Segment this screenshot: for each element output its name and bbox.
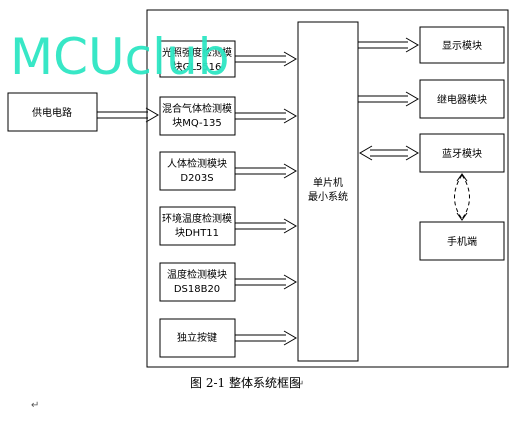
power-block: 供电电路 [7, 92, 98, 132]
sensor-human-line2: D203S [180, 173, 213, 184]
arrow-light-to-mcu [235, 51, 297, 67]
sensor-block-button: 独立按键 [159, 318, 236, 358]
display-block: 显示模块 [419, 26, 505, 64]
mcu-block: 单片机 最小系统 [297, 21, 359, 362]
sensor-block-ambient-temp: 环境温度检测模 块DHT11 [159, 206, 236, 246]
watermark-text: MCUclub [10, 28, 229, 86]
sensor-gas-line2: 块MQ-135 [172, 117, 221, 129]
sensor-block-temp: 温度检测模块 DS18B20 [159, 262, 236, 302]
mcu-label-line2: 最小系统 [308, 190, 348, 203]
sensor-button-label: 独立按键 [177, 331, 217, 344]
sensor-temp-line1: 温度检测模块 [167, 268, 227, 281]
bluetooth-label: 蓝牙模块 [442, 148, 482, 160]
power-label: 供电电路 [32, 106, 72, 119]
figure-caption: 图 2-1 整体系统框图 [190, 375, 301, 390]
sensor-ambient-line2: 块DHT11 [175, 227, 219, 239]
sensor-gas-line1: 混合气体检测模 [162, 102, 232, 115]
paragraph-return-mark: ↵ [296, 379, 304, 390]
sensor-ambient-line1: 环境温度检测模 [162, 212, 232, 225]
phone-block: 手机端 [419, 221, 505, 261]
arrow-ambient-to-mcu [235, 218, 297, 234]
bluetooth-block: 蓝牙模块 [419, 133, 505, 173]
arrow-power-to-gas [97, 107, 159, 123]
arrow-mcu-to-display [358, 37, 419, 53]
sensor-human-line1: 人体检测模块 [167, 157, 227, 170]
sensor-block-light: 光照强度检测模 块GL5516 [159, 40, 236, 78]
wireless-link-bluetooth-phone [454, 173, 470, 221]
sensor-temp-line2: DS18B20 [174, 284, 220, 295]
sensor-light-line1: 光照强度检测模 [162, 46, 232, 59]
arrow-button-to-mcu [235, 330, 297, 346]
arrow-gas-to-mcu [235, 108, 297, 124]
phone-label: 手机端 [447, 235, 477, 248]
mcu-label-line1: 单片机 [313, 176, 343, 189]
arrow-temp-to-mcu [235, 274, 297, 290]
sensor-block-gas: 混合气体检测模 块MQ-135 [159, 96, 236, 136]
sensor-block-human: 人体检测模块 D203S [159, 151, 236, 191]
system-frame [146, 9, 509, 368]
relay-block: 继电器模块 [419, 79, 505, 119]
sensor-light-line2: 块GL5516 [173, 61, 222, 73]
arrow-human-to-mcu [235, 163, 297, 179]
display-label: 显示模块 [442, 40, 482, 52]
arrow-mcu-bluetooth-bidirectional [359, 145, 419, 161]
paragraph-return-mark-bottom: ↵ [31, 400, 39, 411]
arrow-mcu-to-relay [358, 91, 419, 107]
relay-label: 继电器模块 [437, 93, 487, 106]
